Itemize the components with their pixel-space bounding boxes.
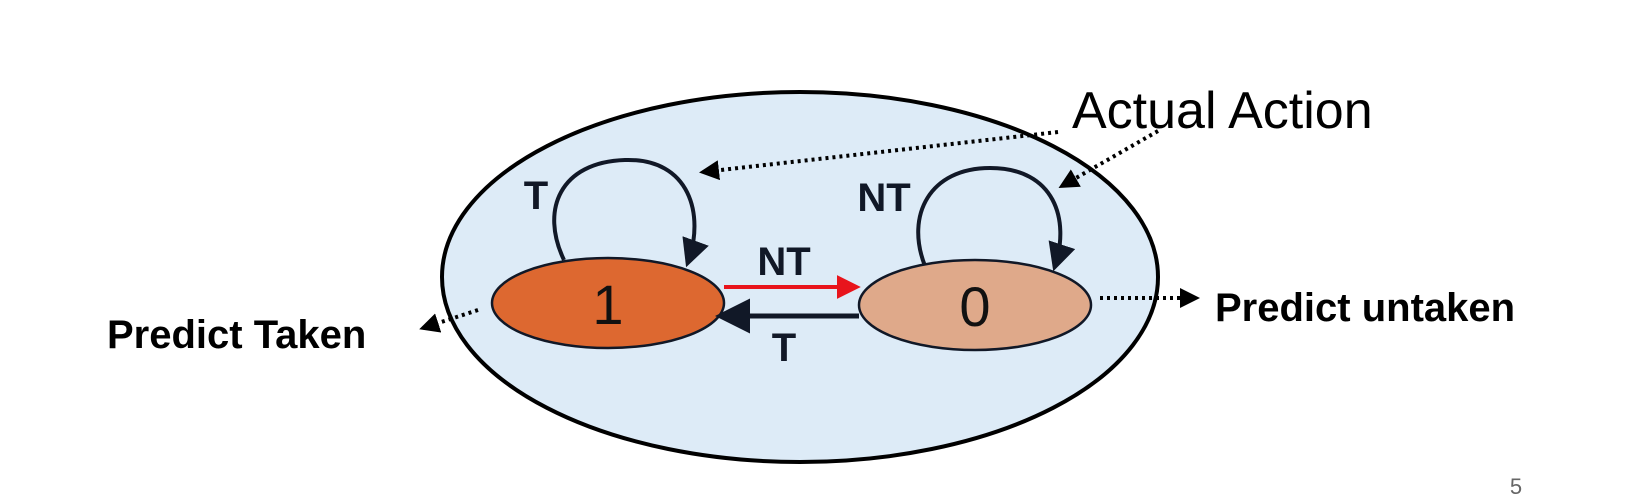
predict-taken-label: Predict Taken: [107, 313, 366, 357]
transition-label-1-to-0: NT: [757, 240, 810, 284]
predict-untaken-label: Predict untaken: [1215, 286, 1515, 330]
state-1-label: 1: [592, 273, 623, 336]
self-loop-arrow-1: [552, 157, 709, 268]
page-number: 5: [1510, 474, 1522, 496]
actual-action-label: Actual Action: [1072, 82, 1373, 140]
state-0-node: [857, 258, 1093, 352]
self-loop-label-1: T: [524, 174, 548, 218]
actual-action-pointer-right: [1058, 129, 1159, 188]
background-ellipse: [440, 90, 1160, 464]
predict-taken-pointer: [419, 308, 479, 333]
self-loop-arrow-0: [916, 165, 1076, 272]
state-0-label: 0: [959, 275, 990, 338]
transition-label-0-to-1: T: [772, 326, 796, 370]
self-loop-label-0: NT: [857, 176, 910, 220]
